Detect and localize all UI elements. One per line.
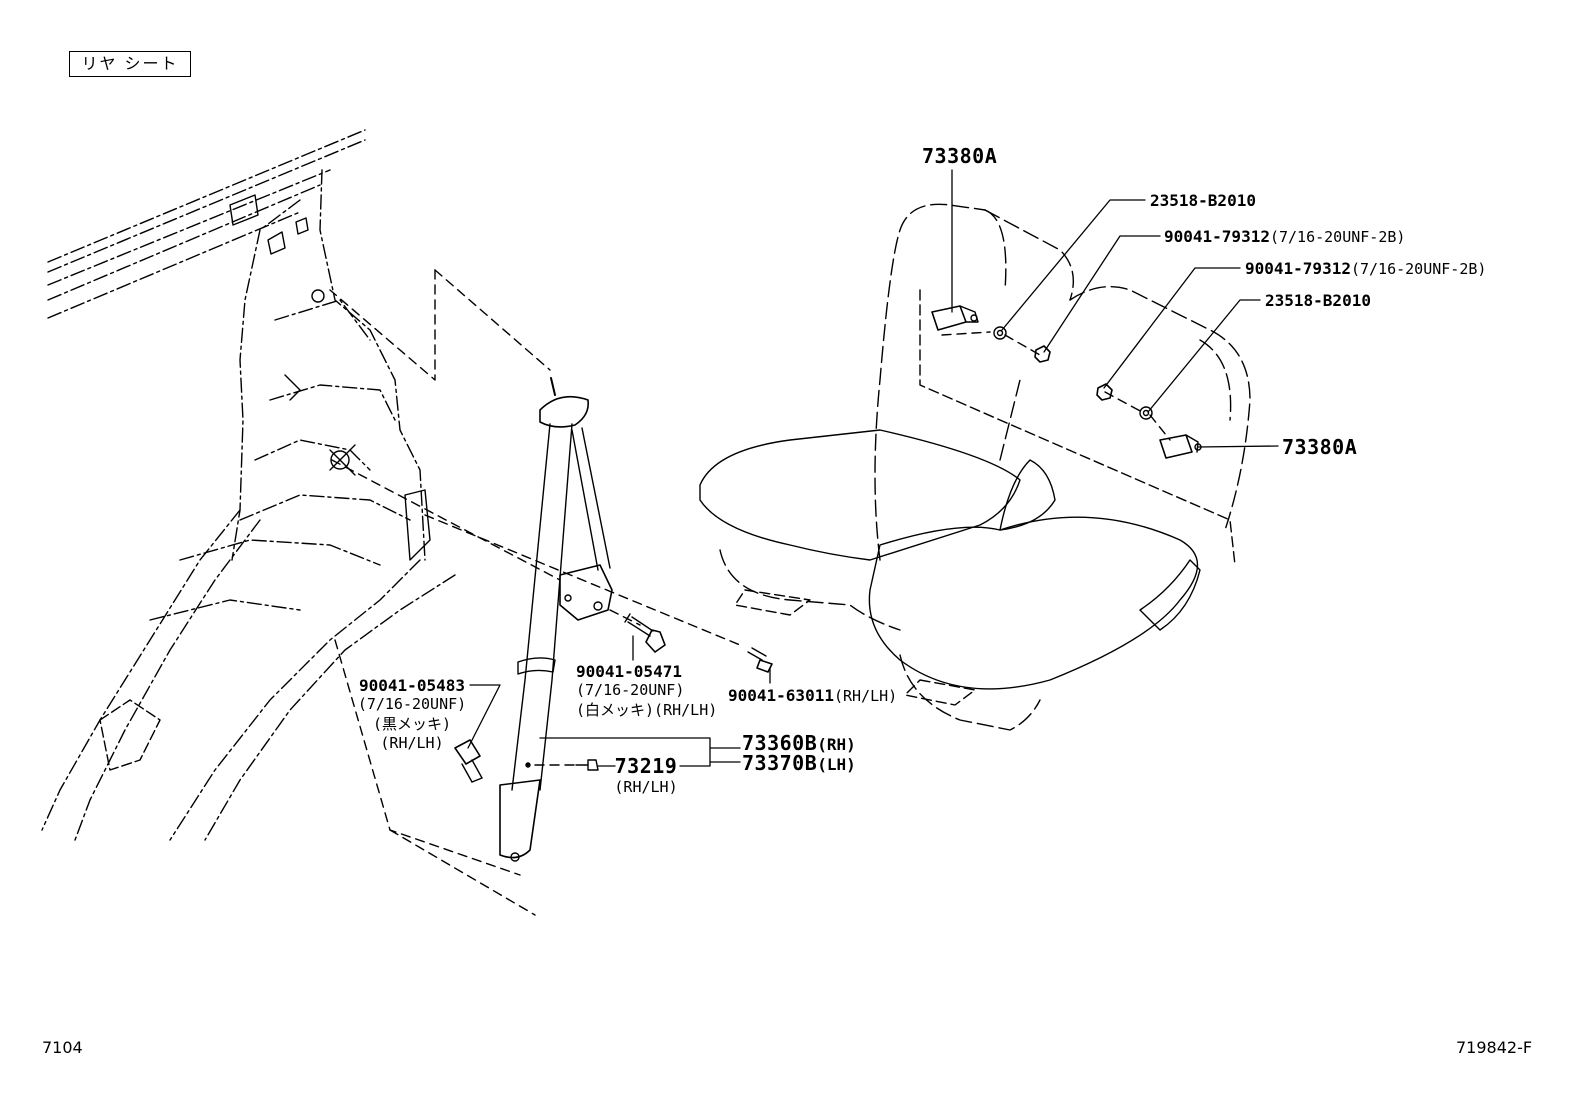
part-label-cover-1: 23518-B2010 (1150, 191, 1256, 210)
part-label-belt-lh: 73370B(LH) (742, 751, 856, 775)
body-side-panel (41, 129, 456, 841)
part-number: 73360B (742, 731, 818, 755)
part-spec: (7/16-20UNF-2B) (1269, 228, 1406, 246)
part-label-nut-2: 90041-79312(7/16-20UNF-2B) (1245, 259, 1486, 278)
part-number: 73219 (614, 754, 678, 778)
screw-icon (747, 647, 773, 673)
part-side: (LH) (817, 755, 856, 774)
part-finish: (白メッキ)(RH/LH) (576, 701, 718, 719)
part-number: 90041-63011 (728, 686, 834, 705)
figure-code: 719842-F (1456, 1038, 1533, 1057)
part-label-clip: 73219 (RH/LH) (612, 754, 680, 796)
part-label-bolt-retractor: 90041-05471 (7/16-20UNF) (白メッキ)(RH/LH) (576, 662, 717, 720)
part-label-bolt-anchor: 90041-05483 (7/16-20UNF) (黒メッキ) (RH/LH) (353, 676, 471, 752)
bolt-anchor-icon (454, 739, 483, 783)
cover-icon (993, 326, 1153, 420)
part-number: 90041-05471 (576, 662, 682, 681)
part-spec: (7/16-20UNF-2B) (1350, 260, 1487, 278)
part-label-belt-rh: 73360B(RH) (742, 731, 856, 755)
seat-buckle-lower-icon (1159, 434, 1202, 459)
part-side: (RH/LH) (614, 778, 678, 796)
part-side: (RH/LH) (380, 734, 444, 752)
clip-icon (575, 759, 599, 771)
part-finish: (黒メッキ) (372, 715, 452, 733)
seat-belt-assembly (499, 377, 613, 862)
part-label-seat-buckle-lower: 73380A (1282, 435, 1358, 459)
part-spec: (7/16-20UNF) (576, 681, 685, 699)
exploded-view-lines (329, 269, 1171, 916)
part-label-seat-buckle-upper: 73380A (922, 144, 998, 168)
bolt-retractor-icon (624, 613, 666, 653)
part-side: (RH) (817, 735, 856, 754)
part-label-nut-1: 90041-79312(7/16-20UNF-2B) (1164, 227, 1405, 246)
page-code: 7104 (42, 1038, 83, 1057)
part-side: (RH/LH) (833, 687, 898, 705)
part-number: 90041-79312 (1164, 227, 1270, 246)
seat-buckle-upper-icon (931, 305, 979, 331)
rear-seat (699, 203, 1251, 731)
section-title: リヤ シート (69, 51, 191, 77)
part-label-cover-2: 23518-B2010 (1265, 291, 1371, 310)
leader-lines (467, 169, 1279, 767)
part-label-screw: 90041-63011(RH/LH) (728, 686, 897, 705)
part-number: 90041-05483 (359, 676, 465, 695)
nut-icon (1034, 345, 1113, 401)
part-spec: (7/16-20UNF) (357, 695, 467, 713)
part-number: 90041-79312 (1245, 259, 1351, 278)
part-number: 73370B (742, 751, 818, 775)
